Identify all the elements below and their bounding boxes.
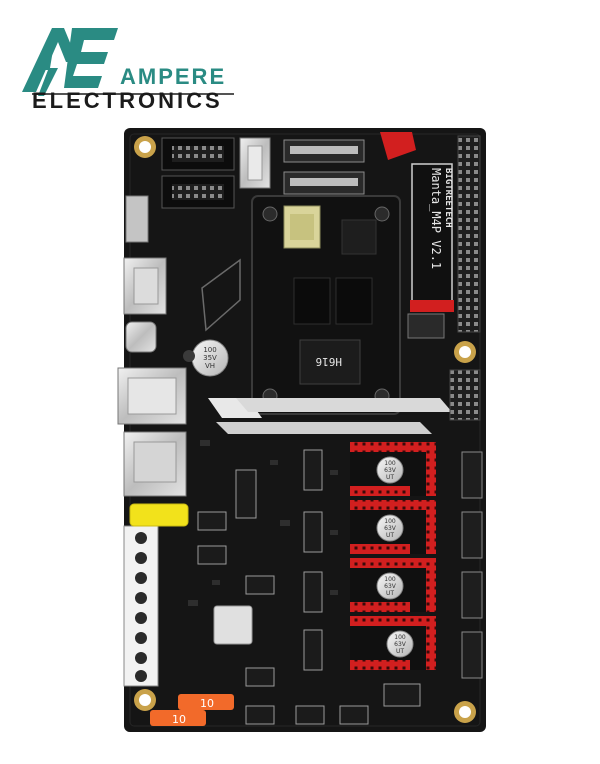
yellow-fuse	[129, 503, 189, 527]
motor-connectors	[461, 451, 483, 679]
driver-slot-1: 100 63V UT	[350, 442, 436, 496]
orange-fuses: 10 10	[150, 694, 234, 726]
svg-text:UT: UT	[386, 532, 394, 539]
fpc-connectors	[283, 139, 365, 195]
logo-bolt-icon	[38, 44, 58, 96]
svg-text:100: 100	[384, 460, 396, 467]
ram-chip	[293, 277, 331, 325]
svg-text:UT: UT	[386, 590, 394, 597]
soc-chip-label: H616	[316, 355, 343, 368]
logo-letter-e	[64, 28, 118, 88]
driver-slot-4: 100 63V UT	[350, 616, 436, 670]
jst-connectors	[197, 449, 421, 725]
svg-text:100: 100	[394, 634, 406, 641]
driver-slot-2: 100 63V UT	[350, 500, 436, 554]
svg-text:63V: 63V	[384, 583, 397, 590]
sd-card-slot	[125, 195, 149, 243]
idc-headers	[161, 137, 235, 209]
board-brand-label: BIGTREETECH	[443, 168, 453, 228]
svg-text:100: 100	[384, 518, 396, 525]
usb-c-port	[125, 321, 157, 353]
fuse-label: 10	[200, 697, 214, 710]
svg-text:100: 100	[203, 346, 216, 354]
screw-terminals	[123, 525, 159, 687]
model-label-box: Manta_M4P V2.1 BIGTREETECH	[411, 163, 453, 305]
stepper-driver-sockets: 100 63V UT 100 63V UT 100 63V UT	[350, 442, 436, 670]
fuse-label: 10	[172, 713, 186, 726]
svg-text:35V: 35V	[203, 354, 217, 362]
compute-module: H616	[251, 195, 401, 415]
gpio-header	[457, 135, 481, 333]
svg-text:100: 100	[384, 576, 396, 583]
mounting-holes	[134, 136, 476, 723]
svg-text:63V: 63V	[394, 641, 407, 648]
svg-text:UT: UT	[386, 474, 394, 481]
capacitor-large: 100 35V VH	[191, 339, 229, 377]
logo-line1: AMPERE	[120, 64, 226, 89]
ram-chip	[335, 277, 373, 325]
soc-chip	[299, 339, 361, 385]
driver-slot-3: 100 63V UT	[350, 558, 436, 612]
ampere-electronics-logo: AMPERE ELECTRONICS	[22, 28, 234, 113]
board-model-label: Manta_M4P V2.1	[429, 168, 443, 269]
svg-text:63V: 63V	[384, 525, 397, 532]
svg-text:VH: VH	[205, 362, 215, 370]
svg-text:63V: 63V	[384, 467, 397, 474]
svg-text:UT: UT	[396, 648, 404, 655]
logo-line2: ELECTRONICS	[32, 88, 223, 113]
inductor	[213, 605, 253, 645]
